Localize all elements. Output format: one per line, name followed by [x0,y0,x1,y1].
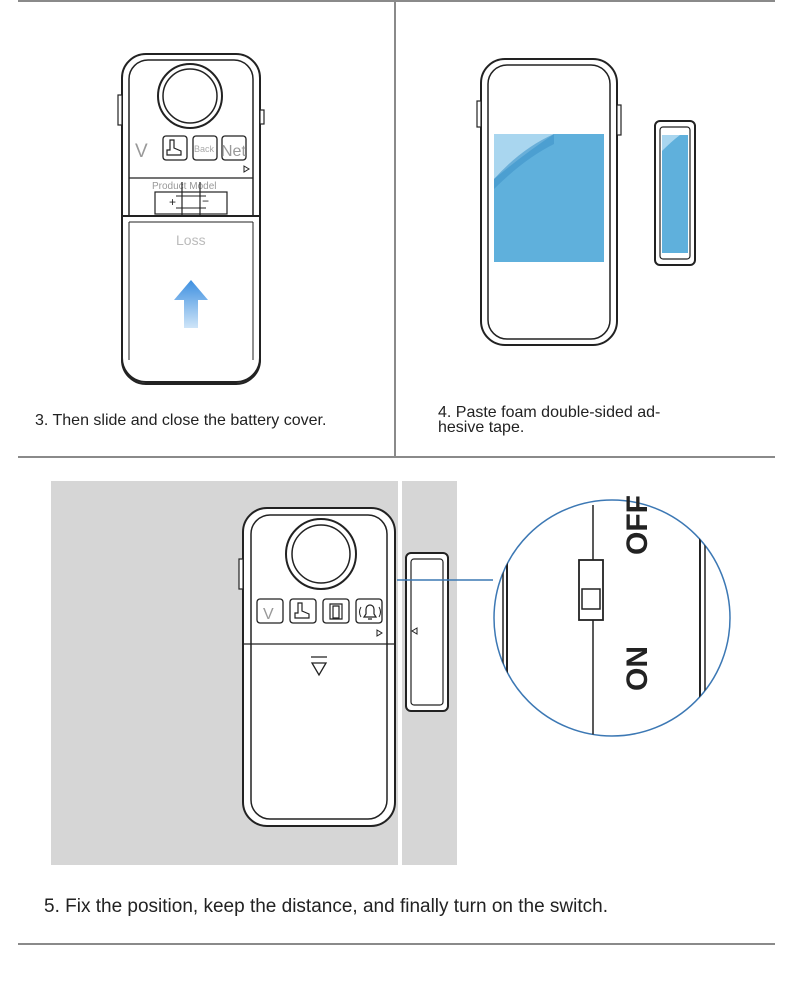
button-label-v2: V [263,606,274,623]
battery-minus-label: − [202,194,209,208]
step5-caption: 5. Fix the position, keep the distance, … [44,896,608,917]
button-row [162,135,247,161]
step4-caption: 4. Paste foam double-sided ad- hesive ta… [438,404,661,436]
button-label-back: Back [194,144,215,154]
bell-icon [362,604,378,620]
bottom-divider [18,943,775,945]
model-label: Product Model [152,181,216,192]
middle-divider [18,456,775,458]
cover-label: Loss [176,232,206,248]
switch-label-on: ON [621,646,654,691]
triangle-down-icon [310,656,328,677]
arrow-up-icon [174,280,208,328]
top-divider [18,0,775,2]
battery-plus-label: + [169,195,176,209]
step4-illustration [476,58,696,346]
door-icon [329,603,343,620]
triangle-left-icon [411,627,418,635]
button-label-net: Net [221,143,246,160]
center-divider [394,0,396,456]
power-switch-knob [581,588,601,610]
button-label-v: V [135,141,148,162]
step3-illustration: V Back Net Product Model + − Loss [117,53,265,385]
step5-illustration: V ON OFF [238,495,731,827]
shoe-icon [294,602,310,619]
triangle-right-icon [243,165,250,173]
switch-label-off: OFF [621,495,654,555]
foam-tape-small [662,135,688,253]
zoom-circle [493,499,731,737]
shoe-icon [166,139,182,156]
step4-caption-line1: 4. Paste foam double-sided ad- [438,404,661,421]
step4-caption-line2: hesive tape. [438,419,525,436]
triangle-right-icon [376,629,383,637]
step3-caption: 3. Then slide and close the battery cove… [35,412,327,429]
